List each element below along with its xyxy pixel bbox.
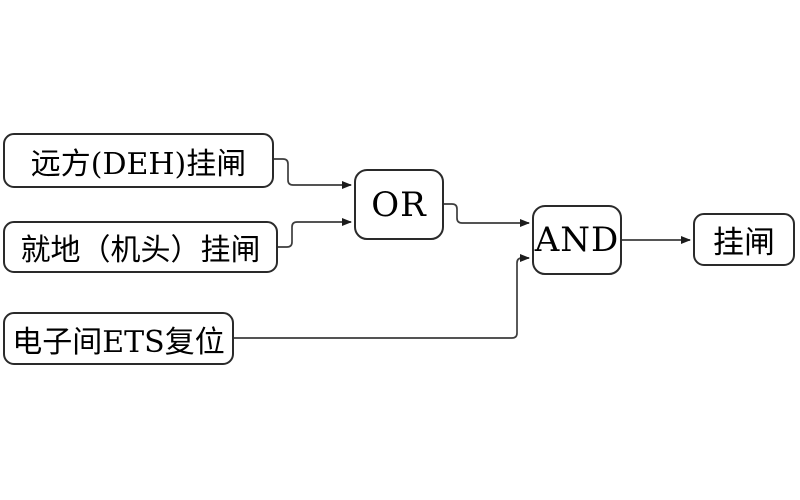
node-local-head-latch-label: 就地（机头）挂闸 (20, 233, 261, 268)
and-gate: AND (532, 205, 622, 275)
connector-local-head-to-or (277, 218, 352, 248)
node-output-latch-label: 挂闸 (713, 225, 775, 261)
connector-remote-deh-to-or (274, 158, 352, 189)
connector-or-to-and (444, 203, 530, 227)
node-remote-deh-latch-label: 远方(DEH)挂闸 (30, 146, 247, 182)
connector-ets-reset-to-and (234, 254, 530, 339)
node-ets-reset: 电子间ETS复位 (3, 312, 234, 365)
node-ets-reset-label: 电子间ETS复位 (12, 324, 225, 360)
or-gate: OR (354, 169, 444, 240)
node-local-head-latch: 就地（机头）挂闸 (3, 221, 278, 273)
or-gate-label: OR (371, 184, 427, 225)
and-gate-label: AND (534, 220, 620, 260)
node-output-latch: 挂闸 (693, 213, 795, 266)
node-remote-deh-latch: 远方(DEH)挂闸 (3, 133, 274, 188)
